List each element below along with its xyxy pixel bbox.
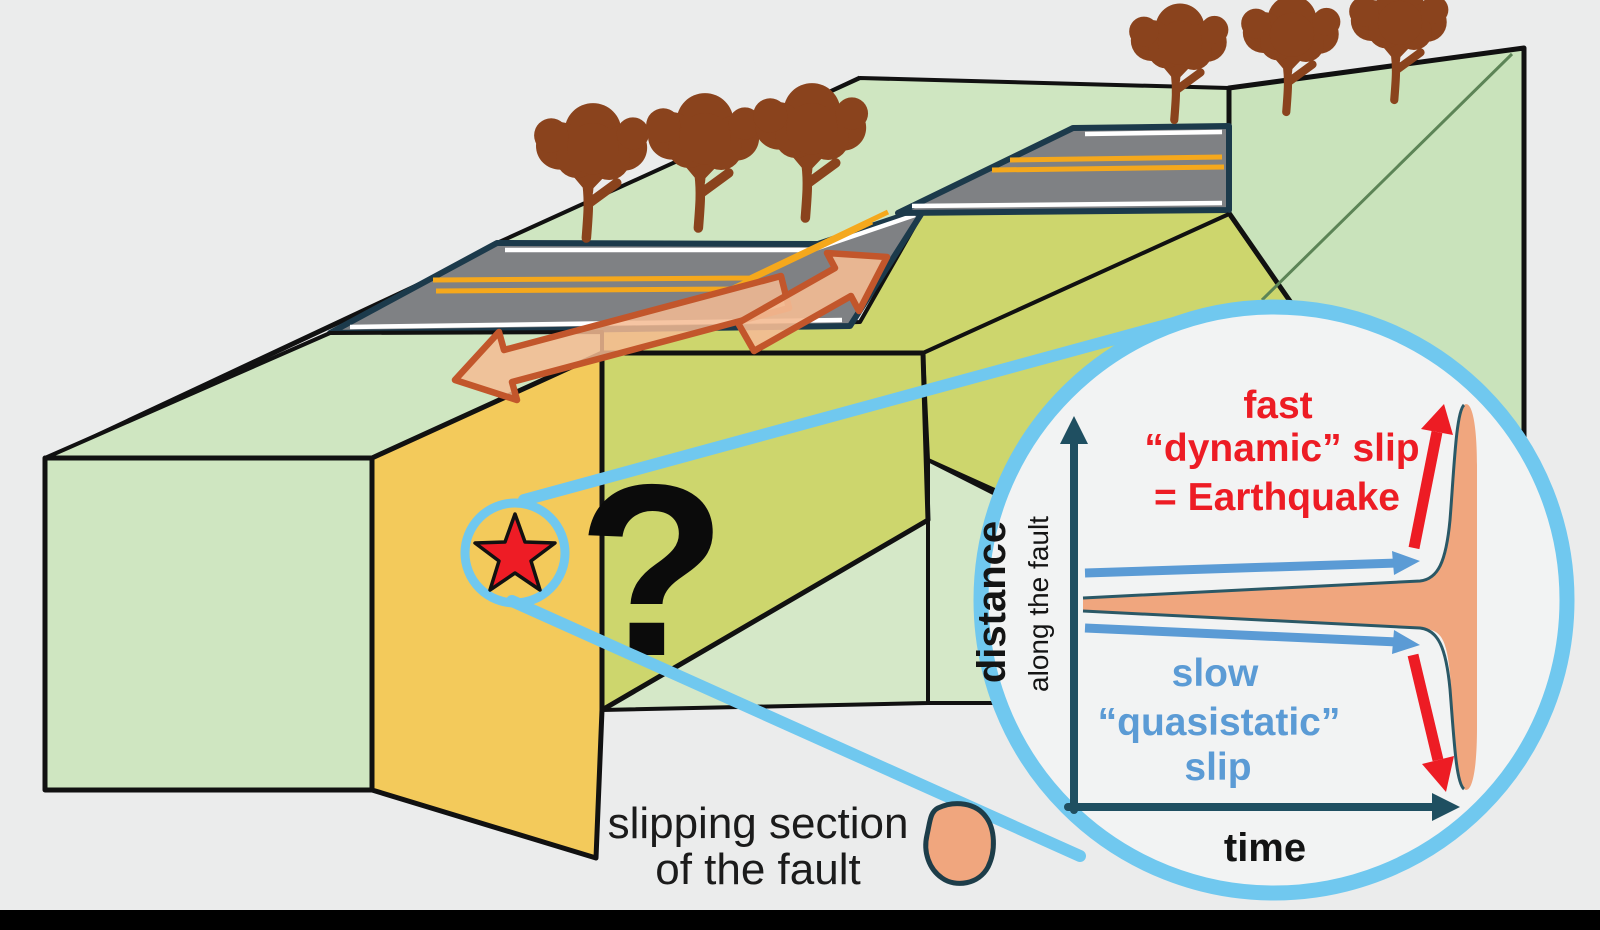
near-block-front-face	[42, 455, 375, 793]
end-face-fold-edge	[1260, 52, 1514, 302]
caption-line2: of the fault	[655, 845, 860, 894]
far-road-center-line-1	[991, 164, 1225, 173]
inset-y-axis-arrowhead	[1060, 416, 1088, 444]
fast-slip-arrowhead-down	[1422, 756, 1454, 792]
fast-slip-arrowhead-up	[1421, 404, 1453, 435]
slip-patch-outline-bottom	[1082, 609, 1466, 791]
fast-slip-label-line2: “dynamic” slip	[1144, 427, 1419, 470]
slow-slip-arrowhead-lower	[1392, 630, 1420, 654]
inset-slip-plot: distance along the fault time fast “dyna…	[970, 384, 1477, 870]
caption-group: slipping section of the fault	[608, 799, 996, 894]
inset-x-axis-arrowhead	[1432, 793, 1460, 821]
slip-patch-key-icon	[923, 801, 996, 886]
inset-x-axis-label: time	[1224, 826, 1306, 870]
callout-line-upper	[518, 312, 1198, 506]
slow-slip-label-line1: slow	[1172, 652, 1259, 695]
near-road-center-line-2	[432, 209, 890, 283]
bottom-bar	[0, 910, 1600, 930]
far-road	[895, 123, 1232, 216]
star-icon	[473, 512, 557, 592]
fast-slip-arrow-up	[1408, 430, 1443, 550]
slow-slip-arrowhead-upper	[1392, 551, 1420, 575]
plate-motion-arrow-right-icon	[734, 249, 891, 355]
fast-slip-label-line1: fast	[1243, 384, 1312, 427]
fault-plane-top-edge	[922, 212, 1230, 355]
slip-patch-outline-top	[1082, 403, 1466, 600]
slow-slip-label-line2: “quasistatic”	[1098, 701, 1341, 744]
slip-patch	[1083, 404, 1477, 790]
slow-slip-arrow-lower	[1084, 623, 1399, 647]
slow-slip-arrow-upper	[1084, 558, 1399, 578]
fast-slip-arrow-down	[1407, 653, 1444, 762]
far-road-edge-line-top	[1084, 129, 1223, 137]
far-road-center-line-2	[1009, 154, 1223, 163]
hypocenter-circle	[460, 498, 570, 608]
slow-slip-label-line3: slip	[1184, 746, 1251, 789]
inset-y-axis-sublabel: along the fault	[1023, 516, 1054, 692]
fast-slip-label-line3: = Earthquake	[1154, 476, 1400, 519]
far-road-edge-line-bottom	[911, 200, 1223, 209]
caption-line1: slipping section	[608, 799, 909, 848]
fault-face-olive	[599, 350, 931, 713]
inset-y-axis-label: distance	[970, 521, 1014, 683]
